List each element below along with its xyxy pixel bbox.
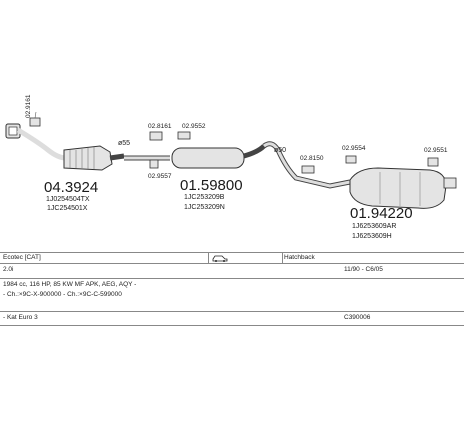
clamp-02-9161[interactable] [29, 111, 41, 127]
middle-part-number: 01.59800 [180, 177, 243, 194]
rear-ref-1: 1J6253609AR [352, 223, 396, 230]
table-rule [0, 325, 464, 326]
info-row-4: - Ch.:×9C-X-900000 - Ch.:×9C-C-599000 [0, 291, 464, 301]
table-divider [208, 252, 209, 263]
rear-part-number: 01.94220 [350, 205, 413, 222]
clamp-02-8161[interactable] [149, 131, 163, 141]
rear-silencer-part[interactable] [349, 167, 457, 209]
table-divider [282, 252, 283, 263]
catalyst-ref-1: 1J0254504TX [46, 196, 90, 203]
clamp-label-02-9554: 02.9554 [342, 145, 366, 152]
clamp-label-02-8150: 02.8150 [300, 155, 324, 162]
catalog-code: C390006 [344, 314, 371, 321]
rear-pipe[interactable] [262, 141, 351, 189]
body-type: Hatchback [284, 254, 315, 261]
engine-label: 1984 cc, 116 HP, 85 KW MF APK, AEG, AQY … [3, 281, 137, 288]
system-label: Ecotec [CAT] [3, 254, 41, 261]
catalyst-ref-2: 1JC254501X [47, 205, 88, 212]
clamp-label-02-9161: 02.9161 [25, 94, 32, 118]
clamp-02-9551[interactable] [427, 157, 439, 167]
rear-ref-2: 1J6253609H [352, 233, 392, 240]
info-row-1: Ecotec [CAT] Hatchback [0, 253, 464, 263]
clamp-label-02-8161: 02.8161 [148, 123, 172, 130]
middle-silencer-part[interactable] [124, 144, 266, 169]
clamp-02-8150[interactable] [301, 165, 315, 174]
catalyst-part-number: 04.3924 [44, 179, 98, 196]
table-rule [0, 278, 464, 279]
diameter-label-2: ø50 [274, 147, 286, 154]
clamp-02-9554[interactable] [345, 155, 357, 164]
middle-ref-1: 1JC253209B [184, 194, 225, 201]
table-rule [0, 252, 464, 253]
years-label: 11/90 - C6/05 [344, 266, 383, 273]
info-row-5: - Kat Euro 3 C390006 [0, 314, 464, 324]
car-icon [212, 253, 228, 264]
middle-ref-2: 1JC253209N [184, 204, 225, 211]
clamp-label-02-9552: 02.9552 [182, 123, 206, 130]
chassis-label: - Ch.:×9C-X-900000 - Ch.:×9C-C-599000 [3, 291, 122, 298]
clamp-02-9552[interactable] [177, 131, 191, 140]
model-label: 2.0i [3, 266, 14, 273]
clamp-02-9557[interactable] [149, 159, 159, 169]
table-rule [0, 311, 464, 312]
clamp-label-02-9551: 02.9551 [424, 147, 448, 154]
info-row-3: 1984 cc, 116 HP, 85 KW MF APK, AEG, AQY … [0, 281, 464, 291]
note-label: - Kat Euro 3 [3, 314, 38, 321]
catalyst-part[interactable] [5, 123, 125, 171]
clamp-label-02-9557: 02.9557 [148, 173, 172, 180]
diameter-label-1: ø55 [118, 140, 130, 147]
info-row-2: 2.0i 11/90 - C6/05 [0, 266, 464, 276]
table-rule [0, 263, 464, 264]
